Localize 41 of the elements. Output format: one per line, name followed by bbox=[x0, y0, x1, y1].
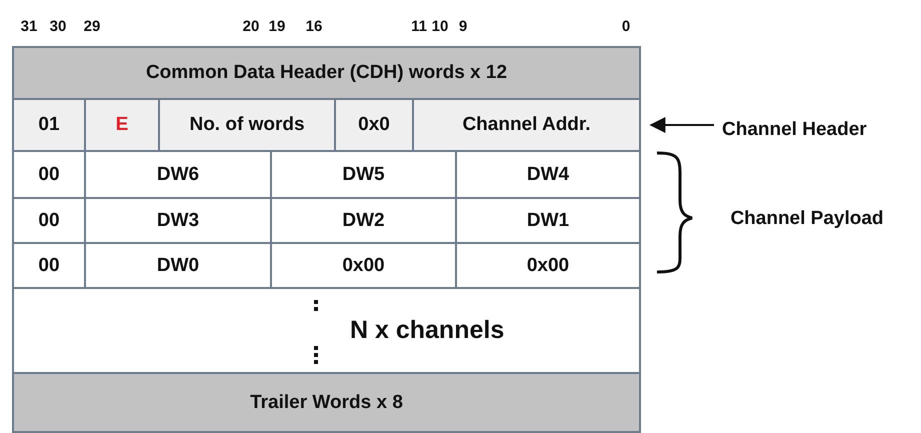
bit-number: 30 bbox=[50, 18, 66, 35]
cell-text: DW3 bbox=[156, 210, 200, 232]
field-cell bbox=[84, 98, 160, 152]
cell-text: 0x0 bbox=[358, 114, 390, 136]
field-cell bbox=[158, 98, 336, 152]
cell-text: 00 bbox=[38, 210, 60, 232]
bit-number: 9 bbox=[458, 18, 468, 35]
cell-text: Channel Addr. bbox=[462, 114, 591, 136]
cell-text: DW5 bbox=[342, 164, 385, 186]
bit-number: 29 bbox=[84, 18, 100, 35]
field-cell bbox=[334, 98, 414, 152]
header-bar bbox=[12, 46, 641, 100]
cell-text: 01 bbox=[38, 114, 60, 136]
repeat-section bbox=[12, 287, 641, 374]
field-cell bbox=[12, 98, 86, 152]
bit-number: 10 bbox=[432, 18, 448, 35]
callout-text: Channel Header bbox=[722, 119, 867, 141]
bracket-label: Channel Payload bbox=[730, 208, 884, 230]
cell-text: DW0 bbox=[156, 254, 200, 276]
cell-text: DW1 bbox=[526, 210, 570, 232]
field-cell bbox=[412, 98, 641, 152]
cell-text: DW6 bbox=[156, 164, 200, 186]
cell-text: 00 bbox=[38, 254, 60, 276]
arrow bbox=[649, 117, 714, 133]
cell-text: No. of words bbox=[189, 114, 305, 136]
trailer-bar bbox=[12, 372, 641, 433]
cell-text: E bbox=[116, 114, 128, 136]
cell-text: 0x00 bbox=[526, 254, 570, 276]
cell-text: Common Data Header (CDH) words x 12 bbox=[146, 62, 508, 84]
bit-number: 31 bbox=[20, 18, 38, 35]
bit-number: 11 bbox=[411, 18, 427, 35]
bit-number: 0 bbox=[622, 18, 630, 35]
cell-text: DW4 bbox=[526, 164, 570, 186]
bit-number: 19 bbox=[268, 18, 286, 35]
cell-text: Trailer Words x 8 bbox=[250, 392, 403, 414]
cell-text: 0x00 bbox=[342, 254, 385, 276]
cell-text: DW2 bbox=[342, 210, 385, 232]
bit-number: 16 bbox=[306, 18, 322, 35]
cell-text: 00 bbox=[38, 164, 60, 186]
cell-text: N x channels bbox=[350, 316, 504, 345]
bit-number: 20 bbox=[242, 18, 260, 35]
